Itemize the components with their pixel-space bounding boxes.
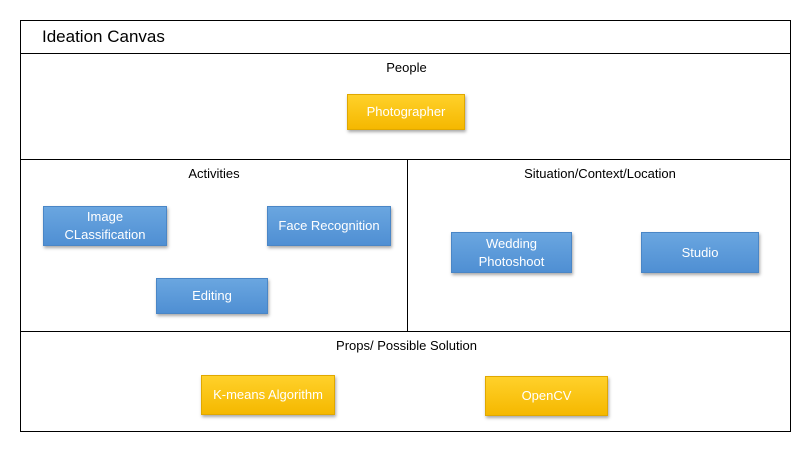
- section-label-activities: Activities: [188, 166, 240, 181]
- box-opencv: OpenCV: [485, 376, 608, 416]
- divider-vertical: [407, 159, 408, 331]
- section-label-situation: Situation/Context/Location: [524, 166, 676, 181]
- divider-middle: [21, 331, 790, 332]
- section-label-props: Props/ Possible Solution: [336, 338, 477, 353]
- box-image-classification: Image CLassification: [43, 206, 167, 246]
- ideation-canvas: Ideation Canvas People Photographer Acti…: [20, 20, 791, 432]
- divider-people: [21, 159, 790, 160]
- box-editing: Editing: [156, 278, 268, 314]
- box-wedding-photoshoot: Wedding Photoshoot: [451, 232, 572, 273]
- canvas-title: Ideation Canvas: [42, 27, 165, 46]
- box-face-recognition: Face Recognition: [267, 206, 391, 246]
- box-photographer: Photographer: [347, 94, 465, 130]
- box-studio: Studio: [641, 232, 759, 273]
- section-label-people: People: [386, 60, 427, 75]
- box-kmeans-algorithm: K-means Algorithm: [201, 375, 335, 415]
- divider-title: [21, 53, 790, 54]
